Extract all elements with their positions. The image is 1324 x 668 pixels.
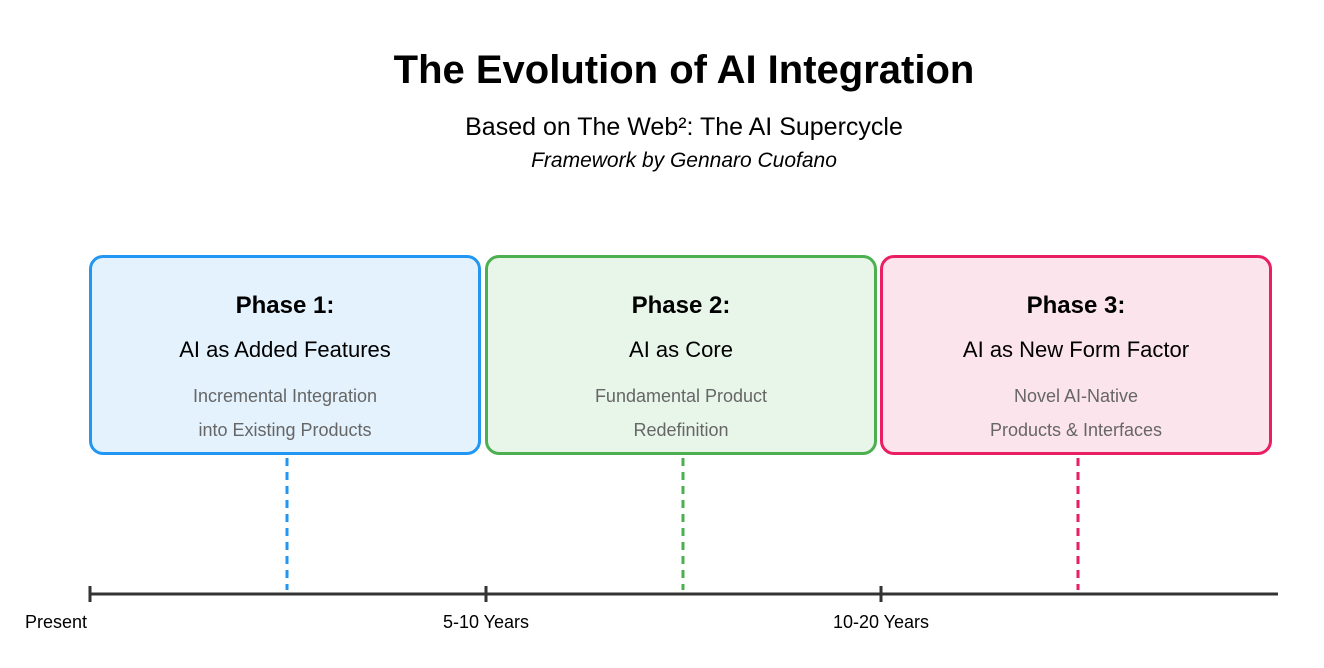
phase-3-description-line-2: Products & Interfaces bbox=[989, 420, 1163, 440]
phase-3-box: Phase 3: AI as New Form Factor Novel AI-… bbox=[880, 255, 1272, 455]
phase-2-title: AI as Core bbox=[629, 337, 733, 362]
phase-1-description: Incremental Integration into Existing Pr… bbox=[92, 379, 478, 447]
phase-2-description-line-2: Redefinition bbox=[633, 420, 729, 440]
phase-3-title: AI as New Form Factor bbox=[962, 337, 1190, 362]
diagram-title: The Evolution of AI Integration bbox=[393, 48, 975, 92]
phase-1-name: Phase 1: bbox=[235, 292, 335, 319]
tick-label-10-20-years: 10-20 Years bbox=[832, 612, 930, 632]
phase-1-box: Phase 1: AI as Added Features Incrementa… bbox=[89, 255, 481, 455]
phase-1-description-line-1: Incremental Integration bbox=[192, 386, 378, 406]
tick-label-present: Present bbox=[24, 612, 88, 632]
phase-2-description-line-1: Fundamental Product bbox=[594, 386, 768, 406]
phase-3-name: Phase 3: bbox=[1026, 292, 1126, 319]
diagram-subtitle: Based on The Web²: The AI Supercycle bbox=[465, 113, 903, 141]
diagram-credit: Framework by Gennaro Cuofano bbox=[531, 149, 837, 172]
phase-2-box: Phase 2: AI as Core Fundamental Product … bbox=[485, 255, 877, 455]
phase-3-description: Novel AI-Native Products & Interfaces bbox=[883, 379, 1269, 447]
phase-1-description-line-2: into Existing Products bbox=[198, 420, 372, 440]
phase-3-description-line-1: Novel AI-Native bbox=[1013, 386, 1139, 406]
phase-2-description: Fundamental Product Redefinition bbox=[488, 379, 874, 447]
tick-label-5-10-years: 5-10 Years bbox=[442, 612, 530, 632]
phase-1-title: AI as Added Features bbox=[179, 337, 391, 362]
phase-2-name: Phase 2: bbox=[631, 292, 731, 319]
